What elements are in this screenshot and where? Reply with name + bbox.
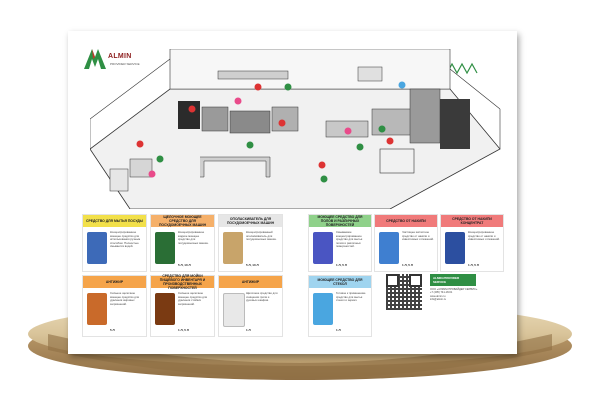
card-title: СРЕДСТВО ОТ НАКИПИ КОНЦЕНТРАТ (441, 215, 503, 227)
product-card[interactable]: МОЮЩЕЕ СРЕДСТВО ДЛЯ СТЕКОЛ Готовое к при… (308, 275, 372, 337)
card-volume: 5 Л, 10 Л (178, 263, 191, 267)
product-card[interactable]: ЩЕЛОЧНОЕ МОЮЩЕЕ СРЕДСТВО ДЛЯ ПОСУДОМОЕЧН… (150, 214, 215, 272)
card-volume: 1 Л, 5 Л (402, 263, 413, 267)
poster: ALMIN PROVIDER SERVICE СРЕ (68, 31, 517, 354)
product-image (87, 232, 107, 264)
logo-name: ALMIN (108, 53, 132, 60)
contact-line: ООО «АЛМИН ПРОВАЙДЕР СЕРВИС» (430, 288, 478, 291)
product-card[interactable]: СРЕДСТВО ОТ НАКИПИ Чистящее кислотное ср… (374, 214, 438, 272)
contact-line: +7 (495) 741-18-61 (430, 291, 453, 295)
card-description: Смываемое концентрированное средство для… (336, 230, 363, 249)
product-image (155, 232, 175, 264)
card-volume: 5 Л, 10 Л (246, 263, 259, 267)
product-image (313, 232, 333, 264)
almin-logo: ALMIN PROVIDER SERVICE (82, 45, 142, 75)
card-title: МОЮЩЕЕ СРЕДСТВО ДЛЯ СТЕКОЛ (309, 276, 371, 288)
product-image (155, 293, 175, 325)
product-image (223, 232, 243, 264)
product-image (313, 293, 333, 325)
product-card[interactable]: СРЕДСТВО ДЛЯ МЫТЬЯ ПОСУДЫ Концентрирован… (82, 214, 147, 272)
product-card[interactable]: СРЕДСТВО ДЛЯ МОЙКИ ПИЩЕВОГО ИНВЕНТАРЯ И … (150, 274, 215, 337)
card-description: Концентрированное жидкое моющее средство… (178, 230, 209, 245)
card-description: Сильное щелочное моющее средство для уда… (110, 291, 140, 306)
product-image (445, 232, 465, 264)
card-description: Концентрированное моющее средство для ис… (110, 230, 141, 249)
product-image (87, 293, 107, 325)
card-title: ЩЕЛОЧНОЕ МОЮЩЕЕ СРЕДСТВО ДЛЯ ПОСУДОМОЕЧН… (151, 215, 214, 227)
card-title: СРЕДСТВО ДЛЯ МОЙКИ ПИЩЕВОГО ИНВЕНТАРЯ И … (151, 274, 214, 290)
card-title: АНТИЖИР (83, 276, 146, 288)
product-card[interactable]: АНТИЖИР Сильное щелочное моющее средство… (82, 275, 147, 337)
logo-mark-icon (84, 49, 106, 69)
kitchen-illustration (90, 49, 501, 209)
card-volume: 1 Л, 5 Л (336, 263, 347, 267)
card-description: Чистящее кислотное средство от накипи и … (402, 230, 434, 242)
product-card[interactable]: АНТИЖИР Щелочное средство для очищения г… (218, 275, 283, 337)
card-volume: 5 Л (110, 328, 115, 332)
product-image (379, 232, 399, 264)
product-card[interactable]: МОЮЩЕЕ СРЕДСТВО ДЛЯ ПОЛОВ И РАЗЛИЧНЫХ ПО… (308, 214, 372, 272)
card-volume: 1 Л, 5 Л (468, 263, 479, 267)
card-description: Концентрированное средство от накипи и и… (468, 230, 500, 242)
card-description: Концентрированный ополаскиватель для пос… (246, 230, 277, 242)
card-title: АНТИЖИР (219, 276, 282, 288)
contact-line: www.almin.ru (430, 294, 446, 298)
contact-line: info@almin.ru (430, 298, 447, 302)
product-image (223, 293, 245, 327)
card-title: МОЮЩЕЕ СРЕДСТВО ДЛЯ ПОЛОВ И РАЗЛИЧНЫХ ПО… (309, 215, 371, 227)
card-description: Готовое к применению средство для мытья … (336, 291, 366, 303)
qr-code-icon[interactable] (386, 274, 422, 310)
card-volume: 1 Л (336, 328, 341, 332)
card-volume: 1 Л (246, 328, 251, 332)
card-description: Щелочное средство для очищения гриля и д… (246, 291, 278, 303)
contact-info: ООО «АЛМИН ПРОВАЙДЕР СЕРВИС» +7 (495) 74… (430, 288, 480, 302)
logo-subtitle: PROVIDER SERVICE (110, 62, 140, 66)
product-card[interactable]: СРЕДСТВО ОТ НАКИПИ КОНЦЕНТРАТ Концентрир… (440, 214, 504, 272)
card-title: ОПОЛАСКИВАТЕЛЬ ДЛЯ ПОСУДОМОЕЧНЫХ МАШИН (219, 215, 282, 227)
contact-heading: ALMIN-PROVIDER SERVICE (430, 274, 476, 286)
card-volume: 1 Л, 5 Л (178, 328, 189, 332)
product-card[interactable]: ОПОЛАСКИВАТЕЛЬ ДЛЯ ПОСУДОМОЕЧНЫХ МАШИН К… (218, 214, 283, 272)
card-title: СРЕДСТВО ДЛЯ МЫТЬЯ ПОСУДЫ (83, 215, 146, 227)
card-title: СРЕДСТВО ОТ НАКИПИ (375, 215, 437, 227)
card-description: Сильное щелочное моющее средство для уда… (178, 291, 208, 306)
